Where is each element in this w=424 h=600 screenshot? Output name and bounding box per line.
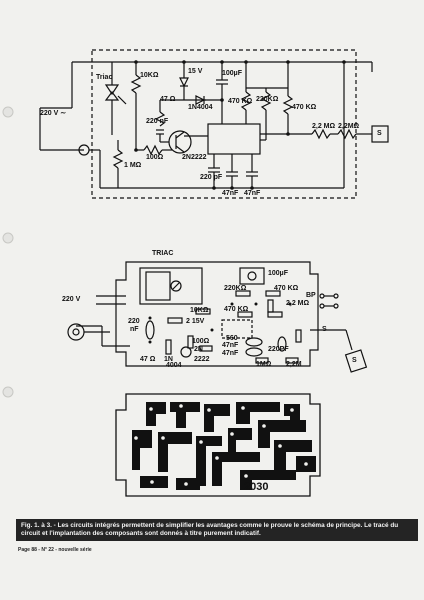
layout-sensor-label: S <box>322 326 327 333</box>
layout-c47nf-b-label: 47nF <box>222 350 239 357</box>
page-footer: Page 88 - N° 22 - nouvelle série <box>18 547 92 553</box>
layout-transistor-a-label: 2N <box>194 346 203 353</box>
figure-caption: Fig. 1. à 3. - Les circuits intégrés per… <box>16 519 418 541</box>
schematic-c100uf-label: 100µF <box>222 70 242 77</box>
layout-triac-label: TRIAC <box>152 250 174 257</box>
schematic-triac-label: Triac <box>96 74 113 81</box>
layout-ic-label: 560 <box>226 335 238 342</box>
layout-bp-label: BP <box>306 292 316 299</box>
layout-c220-label: 220 <box>128 318 140 325</box>
schematic-r22m-b-label: 2,2MΩ <box>338 123 360 130</box>
schematic-c47nf-b-label: 47nF <box>244 190 261 197</box>
layout-r220k-label: 220KΩ <box>224 285 247 292</box>
layout-r100-label: 100Ω <box>192 338 210 345</box>
schematic-r47-label: 47 Ω <box>160 96 176 103</box>
layout-r10k-label: 10KΩ <box>190 307 209 314</box>
layout-r470k-label: 470 KΩ <box>274 285 299 292</box>
schematic-transistor-label: 2N2222 <box>182 154 207 161</box>
schematic-15v-label: 15 V <box>188 68 203 75</box>
layout-v15-label: 2 15V <box>186 318 205 325</box>
schematic-c220nf-label: 220 nF <box>146 118 169 125</box>
layout-diode-a-label: 1N <box>164 356 173 363</box>
layout-r22m-label: 2,2 MΩ <box>286 300 310 307</box>
schematic-c220pf-label: 220 pF <box>200 174 223 181</box>
layout-c100uf-label: 100µF <box>268 270 288 277</box>
layout-transistor-b-label: 2222 <box>194 356 210 363</box>
pcb-number: 2030 <box>244 481 269 493</box>
layout-220v-label: 220 V <box>62 296 81 303</box>
schematic-r220k-label: 220KΩ <box>256 96 279 103</box>
layout-s-box-label: S <box>352 357 357 364</box>
schematic-diode-label: 1N4004 <box>188 104 213 111</box>
layout-diode-b-label: 4004 <box>166 362 182 369</box>
layout-r470k-b-label: 470 KΩ <box>224 306 249 313</box>
schematic-r10k-label: 10KΩ <box>140 72 159 79</box>
schematic-c47nf-a-label: 47nF <box>222 190 239 197</box>
layout-r1m-label: 1MΩ <box>256 361 272 368</box>
schematic-r470k-b-label: 470 KΩ <box>292 104 317 111</box>
layout-c47nf-a-label: 47nF <box>222 342 239 349</box>
schematic-r22m-a-label: 2,2 MΩ <box>312 123 336 130</box>
schematic-r100-label: 100Ω <box>146 154 164 161</box>
layout-c220pf-label: 220PF <box>268 346 289 353</box>
schematic-r1m-label: 1 MΩ <box>124 162 142 169</box>
layout-r47-label: 47 Ω <box>140 356 156 363</box>
layout-cnf-label: nF <box>130 326 139 333</box>
layout-r22m-b-label: 2,2M <box>286 361 302 368</box>
schematic-220v-label: 220 V ∼ <box>40 110 67 117</box>
schematic-r470k-label: 470 KΩ <box>228 98 253 105</box>
schematic-sensor-label: S <box>377 130 382 137</box>
